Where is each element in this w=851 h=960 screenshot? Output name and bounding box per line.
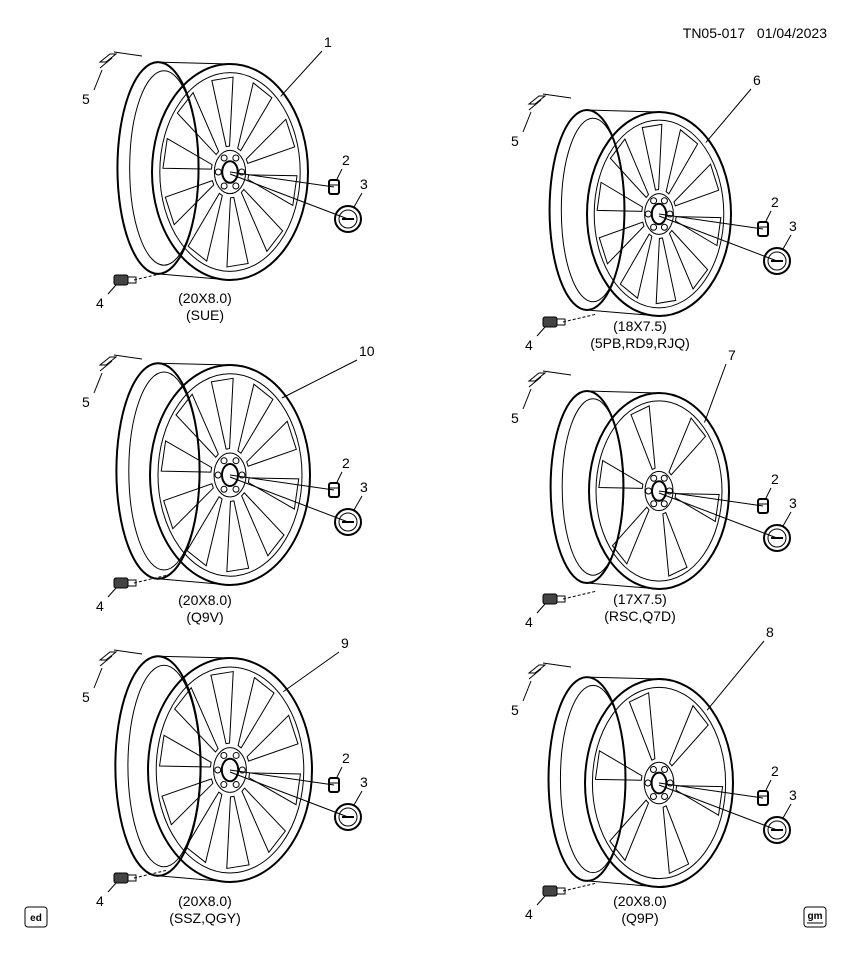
- callout-cap: 3: [789, 495, 797, 511]
- valve-stem: [542, 885, 566, 897]
- wheel-label-sticker: [527, 93, 572, 111]
- callout-cap: 3: [360, 176, 368, 192]
- center-cap: [334, 803, 362, 831]
- callout-item: 8: [766, 624, 774, 640]
- callout-cap: 3: [360, 479, 368, 495]
- lug-nut: [757, 498, 769, 514]
- wheel-hub: [644, 193, 674, 235]
- callout-cap: 3: [789, 787, 797, 803]
- wheel-size-label: (17X7.5): [613, 591, 667, 607]
- callout-label: 5: [511, 410, 519, 426]
- wheel-group: 6 23 4 5 (18X7.5)(5PB,RD9,RJQ): [511, 72, 797, 353]
- wheel-spokes: [596, 123, 722, 305]
- callout-valve: 4: [96, 598, 104, 614]
- diagram-header: TN05-017 01/04/2023: [683, 25, 827, 41]
- wheel-spokes: [594, 691, 724, 875]
- wheel-hub: [643, 761, 675, 805]
- wheel-hub: [213, 452, 247, 498]
- wheel-rpo-label: (5PB,RD9,RJQ): [590, 335, 690, 351]
- wheel-face: [151, 63, 309, 281]
- wheel-rpo-label: (RSC,Q7D): [604, 608, 676, 624]
- wheel-spokes: [598, 405, 720, 577]
- wheel-face: [586, 111, 732, 317]
- wheel-group: 10 23 4 5 (20X8.0)(Q9V): [82, 343, 375, 625]
- wheel-spokes: [160, 377, 300, 573]
- lug-nut: [328, 179, 340, 195]
- diagram-date: 01/04/2023: [757, 25, 827, 41]
- wheel-group: 7 23 4 5 (17X7.5)(RSC,Q7D): [511, 347, 797, 630]
- wheel-hub: [213, 149, 247, 195]
- callout-label: 5: [82, 91, 90, 107]
- wheel-face: [588, 392, 730, 590]
- callout-item: 9: [341, 635, 349, 651]
- center-cap: [763, 816, 791, 844]
- valve-stem: [113, 577, 137, 589]
- lug-nut: [328, 777, 340, 793]
- wheel-size-label: (20X8.0): [613, 893, 667, 909]
- valve-stem: [542, 593, 566, 605]
- callout-nut: 2: [771, 194, 779, 210]
- callout-valve: 4: [525, 337, 533, 353]
- lug-nut: [757, 790, 769, 806]
- callout-item: 7: [728, 347, 736, 363]
- callout-label: 5: [82, 689, 90, 705]
- center-cap: [334, 205, 362, 233]
- callout-valve: 4: [525, 906, 533, 922]
- callout-nut: 2: [342, 455, 350, 471]
- valve-stem: [542, 316, 566, 328]
- wheel-hub: [213, 747, 247, 793]
- center-cap: [334, 508, 362, 536]
- lug-nut: [757, 221, 769, 237]
- lug-nut: [328, 482, 340, 498]
- wheel-rpo-label: (Q9P): [621, 910, 658, 926]
- valve-stem: [113, 872, 137, 884]
- wheel-size-label: (20X8.0): [178, 592, 232, 608]
- wheel-group: 9 23 4 5 (20X8.0)(SSZ,QGY): [82, 635, 368, 926]
- wheel-rpo-label: (SSZ,QGY): [169, 910, 241, 926]
- svg-text:gm: gm: [808, 911, 823, 922]
- callout-item: 6: [753, 72, 761, 88]
- wheel-size-label: (20X8.0): [178, 893, 232, 909]
- callout-cap: 3: [360, 774, 368, 790]
- valve-stem: [113, 274, 137, 286]
- wheel-label-sticker: [527, 370, 572, 388]
- callout-label: 5: [82, 394, 90, 410]
- wheel-face: [584, 678, 734, 888]
- wheel-size-label: (20X8.0): [178, 290, 232, 306]
- callout-nut: 2: [342, 152, 350, 168]
- wheel-label-sticker: [527, 662, 572, 680]
- wheel-spokes: [158, 670, 302, 870]
- wheel-face: [147, 657, 313, 883]
- ed-logo: ed: [24, 906, 48, 928]
- center-cap: [763, 247, 791, 275]
- callout-item: 1: [324, 34, 332, 50]
- callout-valve: 4: [525, 614, 533, 630]
- callout-nut: 2: [771, 471, 779, 487]
- wheel-face: [149, 364, 311, 586]
- wheel-group: 8 23 4 5 (20X8.0)(Q9P): [511, 624, 797, 926]
- wheel-label-sticker: [98, 354, 143, 372]
- svg-text:ed: ed: [30, 913, 42, 924]
- callout-valve: 4: [96, 893, 104, 909]
- wheels-layer: 12345(20X8.0)(SUE)62345(18X7.5)(5PB,RD9,…: [82, 34, 797, 926]
- callout-nut: 2: [771, 763, 779, 779]
- callout-label: 5: [511, 133, 519, 149]
- wheel-size-label: (18X7.5): [613, 318, 667, 334]
- gm-logo: gm: [803, 906, 827, 928]
- center-cap: [763, 524, 791, 552]
- wheel-rpo-label: (SUE): [186, 307, 224, 323]
- ref-code: TN05-017: [683, 25, 745, 41]
- callout-item: 10: [359, 343, 375, 359]
- wheel-rpo-label: (Q9V): [186, 609, 223, 625]
- callout-valve: 4: [96, 295, 104, 311]
- callout-nut: 2: [342, 750, 350, 766]
- callout-cap: 3: [789, 218, 797, 234]
- wheel-label-sticker: [98, 51, 143, 69]
- wheel-label-sticker: [98, 649, 143, 667]
- wheel-spokes: [162, 76, 298, 268]
- callout-label: 5: [511, 702, 519, 718]
